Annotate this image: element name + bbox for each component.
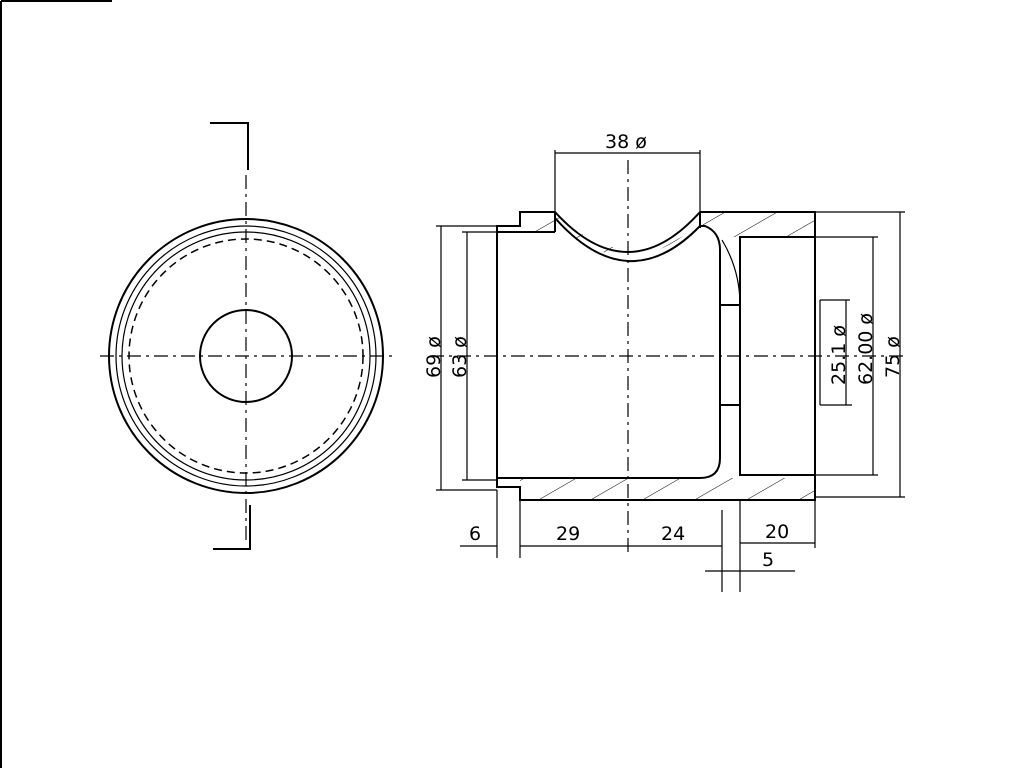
dim-69-label: 69 ø — [423, 336, 445, 378]
dim-25-label: 25.1 ø — [828, 325, 850, 385]
bore-profile — [497, 217, 721, 479]
dim-5-label: 5 — [762, 549, 774, 571]
dim-75-label: 75 ø — [882, 336, 904, 378]
dim-63-label: 63 ø — [449, 336, 471, 378]
outer-profile — [496, 211, 816, 501]
bottom-wall-hatch — [520, 478, 815, 500]
dim-6-label: 6 — [469, 523, 481, 545]
dim-62-label: 62.00 ø — [855, 313, 877, 385]
section-mark-top — [210, 122, 249, 170]
dim-38-label: 38 ø — [605, 131, 647, 153]
hidden-arc — [721, 239, 741, 306]
front-view — [100, 122, 395, 550]
section-mark-bottom — [213, 505, 251, 550]
top-right-wall-hatch — [700, 212, 815, 237]
dim-24-label: 24 — [661, 523, 685, 545]
dimensions: 38 ø 69 ø 63 ø 25.1 ø 62.00 ø 75 ø — [423, 131, 905, 592]
right-pocket — [739, 236, 815, 476]
dim-29-label: 29 — [556, 523, 580, 545]
slot — [720, 304, 740, 406]
dim-20-label: 20 — [765, 521, 789, 543]
section-view — [430, 160, 905, 555]
